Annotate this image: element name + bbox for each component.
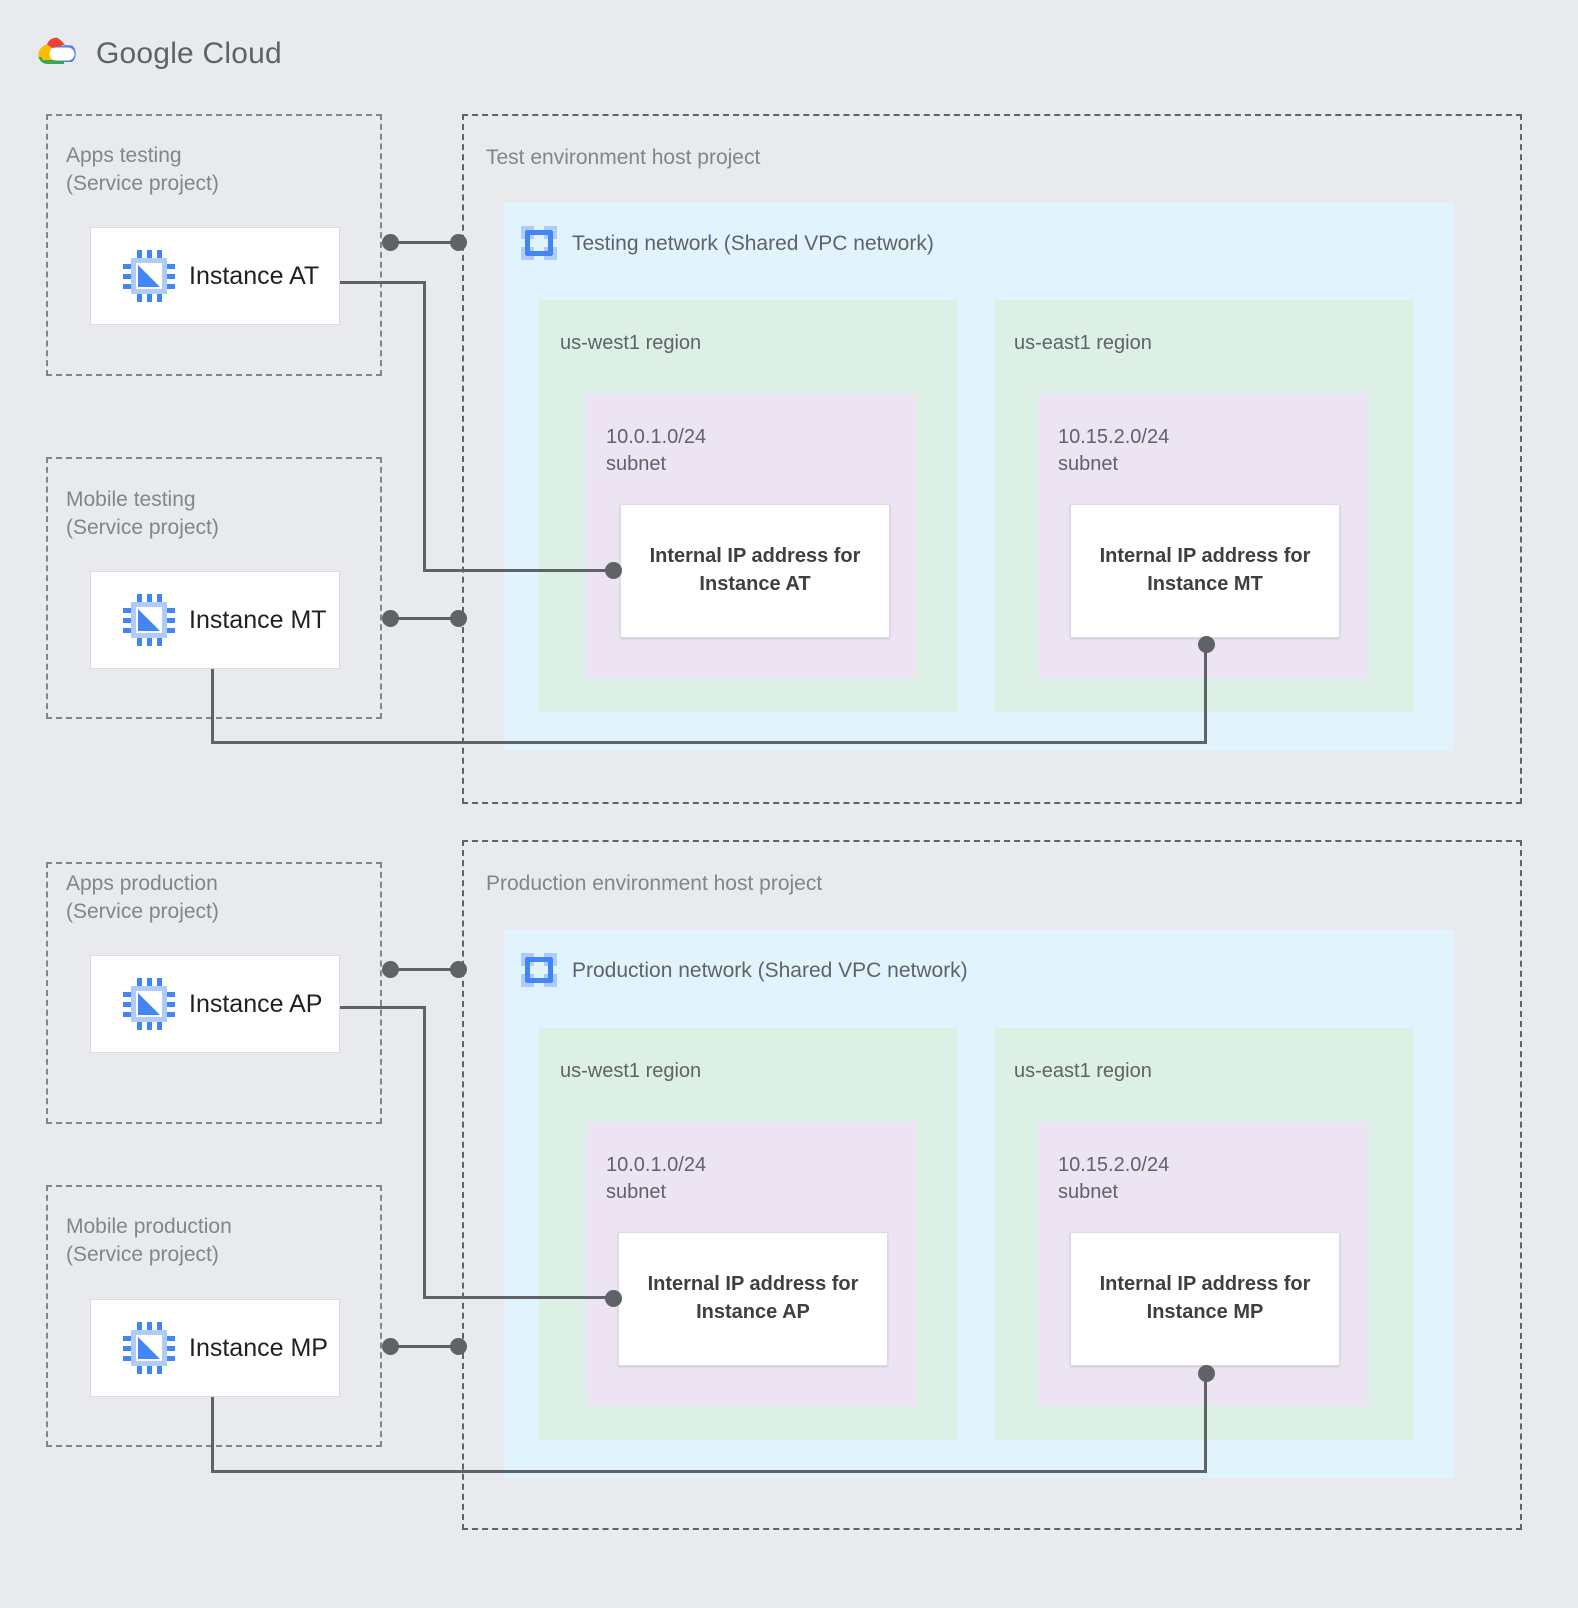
ip-card-at-line2: Instance AT (699, 573, 811, 595)
google-cloud-logo: Google Cloud (34, 34, 282, 74)
connector-dot-mt-left (382, 610, 399, 627)
connector-dot-ap-ip (605, 1290, 622, 1307)
brand-name-light: Cloud (193, 37, 282, 70)
service-project-mobile-testing (46, 457, 382, 719)
connector-dot-ap-left (382, 961, 399, 978)
instance-card-at[interactable]: Instance AT (90, 227, 340, 325)
region-prod-us-east1-label: us-east1 region (1014, 1060, 1152, 1082)
ip-card-at-line1: Internal IP address for (649, 545, 861, 568)
vpc-network-icon (521, 953, 557, 987)
connector-at-seg2 (423, 281, 426, 571)
region-test-us-east1-label: us-east1 region (1014, 332, 1152, 354)
connector-at-bridge (396, 241, 456, 244)
instance-card-mt[interactable]: Instance MT (90, 571, 340, 669)
vm-instance-icon (123, 250, 175, 302)
google-cloud-logo-icon (34, 34, 82, 74)
instance-card-mp-label: Instance MP (189, 1333, 328, 1362)
ip-card-mp-line2: Instance MP (1146, 1301, 1264, 1323)
vm-instance-icon (123, 978, 175, 1030)
service-project-mobile-testing-title: Mobile testing (Service project) (66, 488, 219, 539)
connector-dot-at-right (450, 234, 467, 251)
connector-dot-mp-left (382, 1338, 399, 1355)
brand-name-bold: Google (96, 37, 194, 70)
service-project-apps-production (46, 862, 382, 1124)
ip-card-mt-line1: Internal IP address for (1099, 545, 1311, 568)
connector-dot-mp-right (450, 1338, 467, 1355)
service-project-apps-testing (46, 114, 382, 376)
connector-mt-bridge (396, 617, 456, 620)
host-project-test-title: Test environment host project (486, 146, 761, 169)
connector-mp-seg3 (1204, 1374, 1207, 1472)
instance-card-mt-label: Instance MT (189, 605, 327, 634)
connector-mt-seg3 (1204, 646, 1207, 742)
subnet-prod-east-label: 10.15.2.0/24 subnet (1058, 1154, 1170, 1203)
connector-mp-seg1 (211, 1397, 214, 1473)
subnet-test-west-label: 10.0.1.0/24 subnet (606, 426, 707, 475)
connector-dot-at-ip (605, 562, 622, 579)
connector-ap-seg2 (423, 1006, 426, 1298)
subnet-prod-west-label: 10.0.1.0/24 subnet (606, 1154, 707, 1203)
region-prod-us-west1-label: us-west1 region (560, 1060, 702, 1082)
region-test-us-west1-label: us-west1 region (560, 332, 702, 354)
service-project-apps-production-title: Apps production (Service project) (66, 872, 219, 923)
network-production-label: Production network (Shared VPC network) (572, 959, 968, 982)
vpc-network-icon (521, 226, 557, 260)
connector-at-seg1 (340, 281, 426, 284)
ip-card-mp-line1: Internal IP address for (1099, 1273, 1311, 1296)
connector-at-seg3 (423, 569, 617, 572)
instance-card-mp[interactable]: Instance MP (90, 1299, 340, 1397)
connector-dot-mp-ip (1198, 1365, 1215, 1382)
connector-mt-seg1 (211, 669, 214, 743)
ip-card-ap-line1: Internal IP address for (647, 1273, 859, 1296)
host-project-production (462, 840, 1522, 1530)
instance-card-ap[interactable]: Instance AP (90, 955, 340, 1053)
host-project-test (462, 114, 1522, 804)
connector-dot-mt-ip (1198, 636, 1215, 653)
ip-card-ap-line2: Instance AP (696, 1301, 810, 1323)
subnet-test-east-label: 10.15.2.0/24 subnet (1058, 426, 1170, 475)
connector-ap-bridge (396, 968, 456, 971)
service-project-apps-testing-title: Apps testing (Service project) (66, 144, 219, 195)
service-project-mobile-production (46, 1185, 382, 1447)
ip-card-mt-line2: Instance MT (1147, 573, 1263, 595)
connector-ap-seg3 (423, 1296, 617, 1299)
service-project-mobile-production-title: Mobile production (Service project) (66, 1215, 232, 1266)
connector-ap-seg1 (340, 1006, 426, 1009)
connector-dot-ap-right (450, 961, 467, 978)
instance-card-at-label: Instance AT (189, 261, 320, 290)
network-testing-label: Testing network (Shared VPC network) (572, 232, 934, 255)
brand-name: Google Cloud (96, 37, 282, 71)
instance-card-ap-label: Instance AP (189, 989, 323, 1018)
connector-mp-seg2 (211, 1470, 1207, 1473)
host-project-production-title: Production environment host project (486, 872, 823, 895)
connector-mp-bridge (396, 1345, 456, 1348)
vm-instance-icon (123, 1322, 175, 1374)
vm-instance-icon (123, 594, 175, 646)
connector-mt-seg2 (211, 741, 1207, 744)
connector-dot-mt-right (450, 610, 467, 627)
connector-dot-at-left (382, 234, 399, 251)
